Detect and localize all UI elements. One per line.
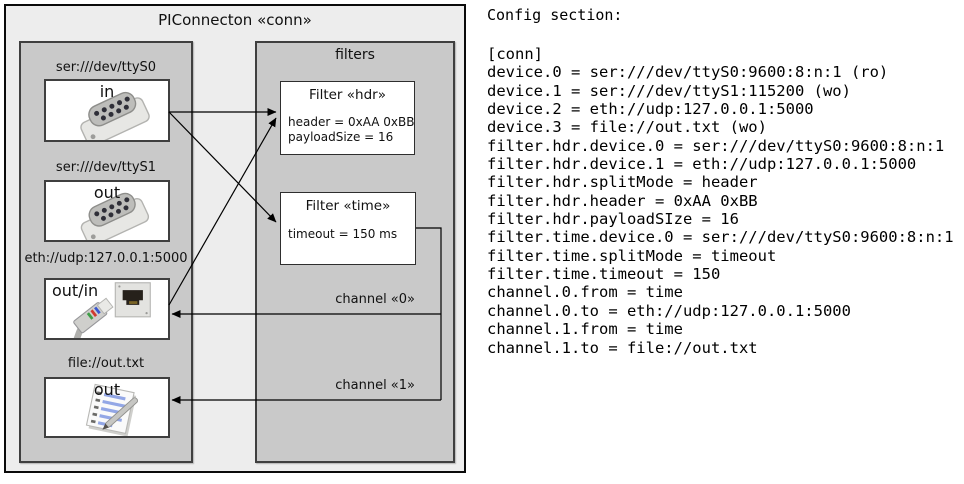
port-direction-label: out <box>93 183 121 202</box>
config-line: channel.0.to = eth://udp:127.0.0.1:5000 <box>487 301 851 320</box>
serial-connector-icon <box>80 192 150 240</box>
config-lines: [conn] device.0 = ser:///dev/ttyS0:9600:… <box>487 45 959 357</box>
port-direction-label: out <box>93 380 121 399</box>
filter-time-box: Filter «time» timeout = 150 ms <box>280 192 416 265</box>
config-section: Config section: [conn] device.0 = ser://… <box>487 6 959 357</box>
filter-time-prop-timeout: timeout = 150 ms <box>288 227 398 241</box>
config-line: filter.hdr.device.0 = ser:///dev/ttyS0:9… <box>487 136 945 155</box>
port-direction-label: in <box>99 82 115 101</box>
device-label-ttys1: ser:///dev/ttyS1 <box>55 160 157 175</box>
device-box-eth: out/in <box>44 278 170 340</box>
device-box-file: out <box>44 377 170 438</box>
filter-time-title: Filter «time» <box>305 198 391 214</box>
diagram-title: PIConnecton «conn» <box>158 11 312 29</box>
device-box-ttys1: out <box>44 180 170 242</box>
filter-hdr-prop-header: header = 0xAA 0xBB <box>288 115 415 129</box>
device-label-ttys0: ser:///dev/ttyS0 <box>55 60 157 75</box>
config-line: [conn] <box>487 45 543 63</box>
config-heading: Config section: <box>487 6 623 24</box>
config-line: channel.1.from = time <box>487 320 683 339</box>
connector-diagram: PIConnecton «conn» ser:///dev/ttyS0 in s… <box>4 4 466 473</box>
config-line: filter.hdr.header = 0xAA 0xBB <box>487 191 758 210</box>
config-line: filter.hdr.splitMode = header <box>487 173 758 192</box>
channel-1-label: channel «1» <box>335 378 415 393</box>
channel-0-label: channel «0» <box>335 292 415 307</box>
config-line: filter.time.timeout = 150 <box>487 265 721 284</box>
config-line: filter.time.device.0 = ser:///dev/ttyS0:… <box>487 228 954 247</box>
devices-panel: ser:///dev/ttyS0 in ser:///dev/ttyS1 out <box>19 41 193 463</box>
ethernet-plug-icon <box>71 282 151 338</box>
filters-panel: filters Filter «hdr» header = 0xAA 0xBB … <box>255 41 455 463</box>
filter-hdr-box: Filter «hdr» header = 0xAA 0xBB payloadS… <box>280 81 415 155</box>
config-line: device.1 = ser:///dev/ttyS1:115200 (wo) <box>487 81 851 100</box>
config-line: filter.time.splitMode = timeout <box>487 246 777 265</box>
device-label-file: file://out.txt <box>67 356 145 371</box>
config-line: channel.1.to = file://out.txt <box>487 338 758 357</box>
filter-hdr-title: Filter «hdr» <box>309 87 386 103</box>
serial-connector-icon <box>80 91 150 140</box>
config-line: device.2 = eth://udp:127.0.0.1:5000 <box>487 100 814 119</box>
device-label-eth: eth://udp:127.0.0.1:5000 <box>24 251 188 266</box>
config-line: filter.hdr.device.1 = eth://udp:127.0.0.… <box>487 155 917 174</box>
device-box-ttys0: in <box>44 79 170 142</box>
filters-panel-title: filters <box>335 47 375 63</box>
notepad-pen-icon <box>85 383 139 436</box>
port-direction-label: out/in <box>52 281 99 300</box>
config-line: filter.hdr.payloadSIze = 16 <box>487 210 739 229</box>
config-line: channel.0.from = time <box>487 283 683 302</box>
config-line: device.0 = ser:///dev/ttyS0:9600:8:n:1 (… <box>487 63 889 82</box>
filter-hdr-prop-payloadsize: payloadSize = 16 <box>288 130 394 144</box>
config-line: device.3 = file://out.txt (wo) <box>487 118 767 137</box>
